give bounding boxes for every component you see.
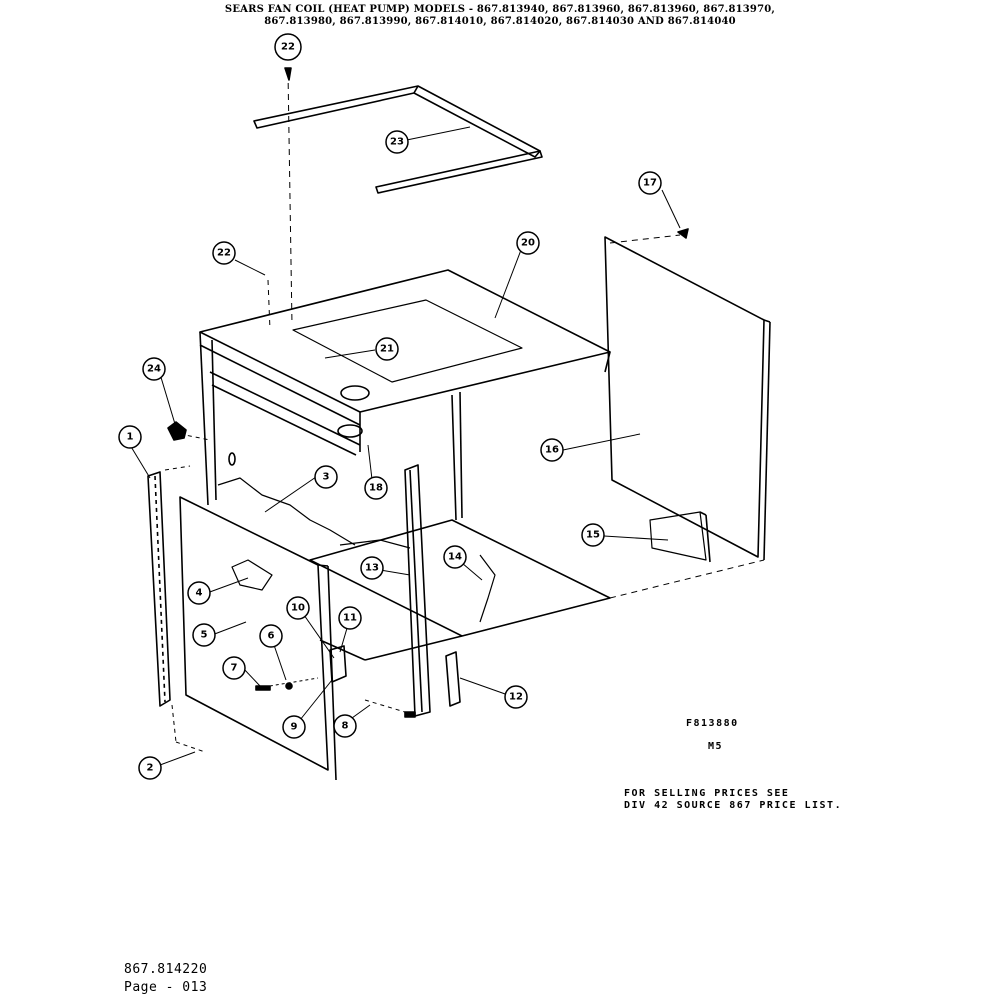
callout-bubbles: 22 23 17 20 22 21 24 1 16 3 18 15 13 14 … <box>118 33 662 780</box>
bushing-part-24 <box>167 421 187 441</box>
callout-24: 24 <box>142 357 166 381</box>
latch-part-10 <box>329 645 347 683</box>
diagram-title-line-2: 867.813980, 867.813990, 867.814010, 867.… <box>264 16 736 27</box>
callout-9: 9 <box>282 715 306 739</box>
svg-text:4: 4 <box>196 588 203 599</box>
svg-text:3: 3 <box>323 472 330 483</box>
callout-14: 14 <box>443 545 467 569</box>
svg-text:17: 17 <box>643 178 657 189</box>
svg-text:20: 20 <box>521 238 535 249</box>
callout-13: 13 <box>360 556 384 580</box>
washer-part-6 <box>285 682 293 690</box>
diagram-revision: M5 <box>708 741 724 752</box>
callout-11: 11 <box>338 606 362 630</box>
svg-text:5: 5 <box>201 630 208 641</box>
svg-text:22: 22 <box>281 42 295 53</box>
svg-text:15: 15 <box>586 530 600 541</box>
svg-text:8: 8 <box>342 721 349 732</box>
left-trim-strip-part-1 <box>147 471 171 707</box>
svg-text:7: 7 <box>231 663 238 674</box>
corner-post-part-13 <box>404 464 431 717</box>
callout-2: 2 <box>138 756 162 780</box>
svg-text:24: 24 <box>147 364 161 375</box>
callout-20: 20 <box>516 231 540 255</box>
callout-4: 4 <box>187 581 211 605</box>
svg-text:6: 6 <box>268 631 275 642</box>
footer-model-number: 867.814220 <box>124 962 208 977</box>
svg-text:23: 23 <box>390 137 404 148</box>
callout-3: 3 <box>314 465 338 489</box>
dashed-assembly-lines <box>164 71 765 753</box>
svg-text:10: 10 <box>291 603 305 614</box>
callout-18: 18 <box>364 476 388 500</box>
callout-16: 16 <box>540 438 564 462</box>
callout-23: 23 <box>385 130 409 154</box>
callout-22-left: 22 <box>212 241 236 265</box>
svg-text:14: 14 <box>448 552 462 563</box>
svg-text:12: 12 <box>509 692 523 703</box>
svg-text:18: 18 <box>369 483 383 494</box>
callout-5: 5 <box>192 623 216 647</box>
footer-page-number: Page - 013 <box>124 980 208 995</box>
svg-text:2: 2 <box>147 763 154 774</box>
screw-part-22-top <box>284 67 292 81</box>
screw-part-17 <box>677 228 689 239</box>
callout-15: 15 <box>581 523 605 547</box>
callout-8: 8 <box>333 714 357 738</box>
callout-12: 12 <box>504 685 528 709</box>
diagram-title-line-1: SEARS FAN COIL (HEAT PUMP) MODELS - 867.… <box>224 4 776 15</box>
side-panel-part-16 <box>604 236 771 563</box>
cabinet-body <box>199 269 611 661</box>
svg-text:21: 21 <box>380 344 394 355</box>
svg-text:22: 22 <box>217 248 231 259</box>
svg-text:16: 16 <box>545 445 559 456</box>
svg-text:9: 9 <box>291 722 298 733</box>
callout-10: 10 <box>286 596 310 620</box>
svg-text:1: 1 <box>127 432 134 443</box>
callout-1: 1 <box>118 425 142 449</box>
callout-6: 6 <box>259 624 283 648</box>
callout-17: 17 <box>638 171 662 195</box>
hardware-parts <box>167 67 689 718</box>
svg-text:11: 11 <box>343 613 357 624</box>
screw-part-7 <box>255 685 271 691</box>
callout-21: 21 <box>375 337 399 361</box>
svg-text:13: 13 <box>365 563 379 574</box>
screw-part-8 <box>404 711 416 718</box>
selling-note-line-1: FOR SELLING PRICES SEE <box>624 788 790 799</box>
diagram-code: F813880 <box>686 718 739 729</box>
selling-note-line-2: DIV 42 SOURCE 867 PRICE LIST. <box>624 800 843 811</box>
top-rail-part-23 <box>253 85 543 194</box>
small-post-part-12 <box>445 651 461 707</box>
callout-7: 7 <box>222 656 246 680</box>
callout-leaders <box>129 126 681 766</box>
callout-22-top: 22 <box>274 33 302 61</box>
